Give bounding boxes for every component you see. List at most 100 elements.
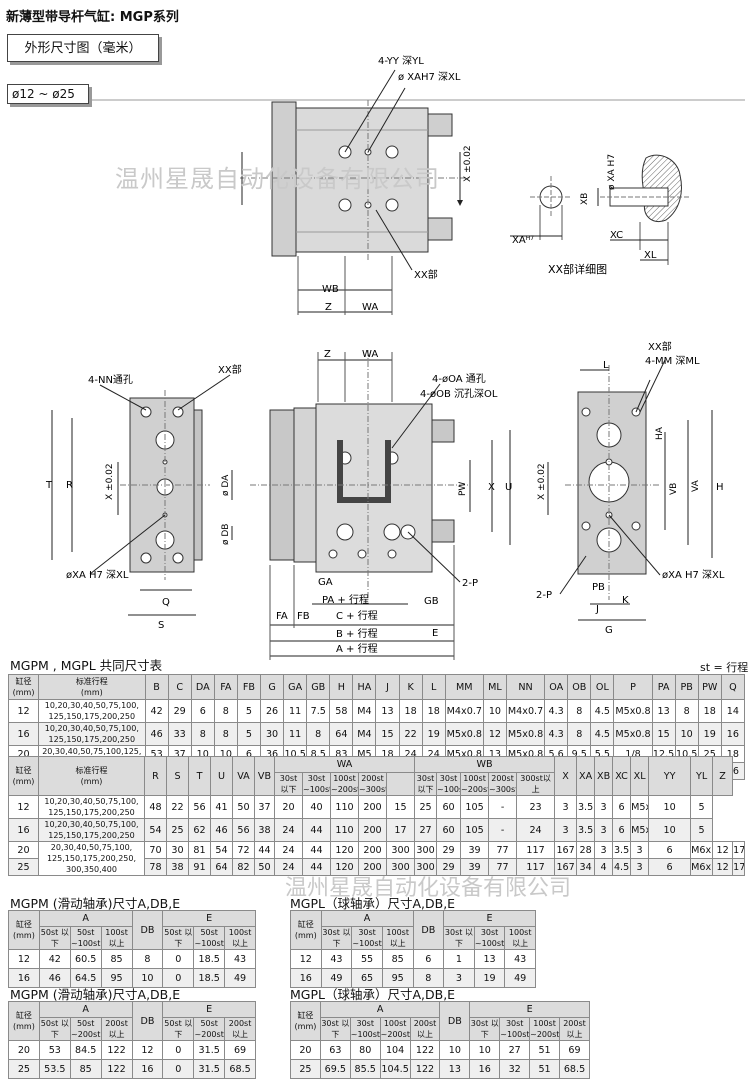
watermark-top: 温州星晟自动化设备有限公司 [115,165,440,193]
table-cell: 51 [529,1059,561,1079]
table-cell: 22 [166,795,189,819]
right-xx-label: XX部 [648,340,672,353]
table-cell: 3 [594,841,614,859]
table2-header: WB [414,756,556,773]
page-title: 新薄型带导杆气缸: MGP系列 [6,10,179,25]
table1-header: GA [283,674,308,700]
table-cell: 13 [439,1059,471,1079]
table1-header: K [398,674,423,700]
table-cell: 6 [412,949,445,969]
table-cell: 17 [732,841,745,859]
mid-c-label: C + 行程 [336,609,378,622]
table1-header: 缸径 (mm) [7,674,40,700]
table-cell: 25 [166,818,189,842]
table-cell: 17 [732,858,745,876]
table-cell: 49 [320,968,353,988]
table1-header: L [421,674,446,700]
table-cell: 3.5 [612,841,632,859]
table-cell: 122 [409,1059,441,1079]
table2-subheader: 100st ~200st [330,772,359,796]
mid-b-label: B + 行程 [336,627,378,640]
table-cell: 104.5 [379,1059,411,1079]
table-cell: 8 [306,722,331,746]
table-cell: 3 [594,795,614,819]
table-cell: 8 [567,722,592,746]
table-cell: 5 [236,722,262,746]
table-cell: 10 [131,968,164,988]
table-cell: 85.5 [349,1059,381,1079]
table2-header: XL [630,756,650,796]
table-cell: 8 [213,722,238,746]
table2-subheader: 200st ~300st [358,772,387,796]
small-table-header: 缸径 (mm) [8,1001,40,1041]
table-cell: 6 [648,841,692,859]
table1-header: MM [444,674,484,700]
table2-subheader: 30st 以下 [414,772,438,796]
mid-gb-label: GB [424,596,439,607]
table-cell: 12 [8,795,39,819]
mid-ga-label: GA [318,577,333,588]
table-cell: 117 [516,841,556,859]
small-table-subheader: 50st 以下 [162,926,195,950]
table2-header: 缸径 (mm) [8,756,39,796]
table-cell: 10,20,30,40,50,75,100, 125,150,175,200,2… [38,722,146,746]
table1-header: B [144,674,169,700]
table1-header: G [259,674,285,700]
table-cell: 82 [232,858,255,876]
table-cell: 19 [421,722,446,746]
table-cell: 8 [190,722,215,746]
table-cell: 68.5 [559,1059,590,1079]
mid-4oa-label: 4-øOA 通孔 [432,373,486,385]
table-cell: 42 [38,949,71,969]
top-wb-label: WB [322,284,339,295]
small-table-subheader: 100st 以上 [381,926,414,950]
table-cell: 15 [375,722,400,746]
table-cell: 95 [381,968,414,988]
table-cell: - [488,818,518,842]
table-cell: 13 [651,699,676,723]
table-cell: 34 [576,858,596,876]
table-cell: 200 [358,795,387,819]
small-table-subheader: 50st 以下 [162,1017,195,1041]
table-cell: 48 [144,795,167,819]
small-table-subheader: 30st 以下 [320,926,353,950]
table-cell: 63 [319,1040,351,1060]
left-s-label: S [158,620,164,631]
table-cell: 18.5 [193,968,226,988]
table-cell: 0 [162,968,195,988]
small-table-subheader: 200st 以上 [559,1017,590,1041]
table-cell: 117 [516,858,556,876]
small-table-header: E [469,1001,590,1018]
table-cell: 64 [210,858,233,876]
table-cell: 60 [436,818,462,842]
table-cell: 29 [436,858,462,876]
table-cell: 72 [232,841,255,859]
table-cell: - [488,795,518,819]
right-pb-label: PB [592,582,605,593]
table-cell: 20 [8,1040,40,1060]
small-table-header: E [162,910,256,927]
right-xa-label: øXA H7 深XL [662,569,725,581]
left-xa-label: øXA H7 深XL [66,569,129,581]
table-cell: 0 [162,949,195,969]
table2-header: WA [273,756,416,773]
table-cell: M5x0.8 [505,722,546,746]
table-cell: 85 [381,949,414,969]
top-4yy-label: 4-YY 深YL [378,55,424,67]
table-cell: M4 [352,699,377,723]
table-cell: 42 [144,699,169,723]
table-cell: 3.5 [576,795,596,819]
small-table-subheader: 100st 以上 [504,926,536,950]
table-cell: 27 [499,1040,531,1060]
table-cell: 32 [499,1059,531,1079]
table-cell: 13 [473,949,506,969]
right-l-label: L [603,360,609,371]
